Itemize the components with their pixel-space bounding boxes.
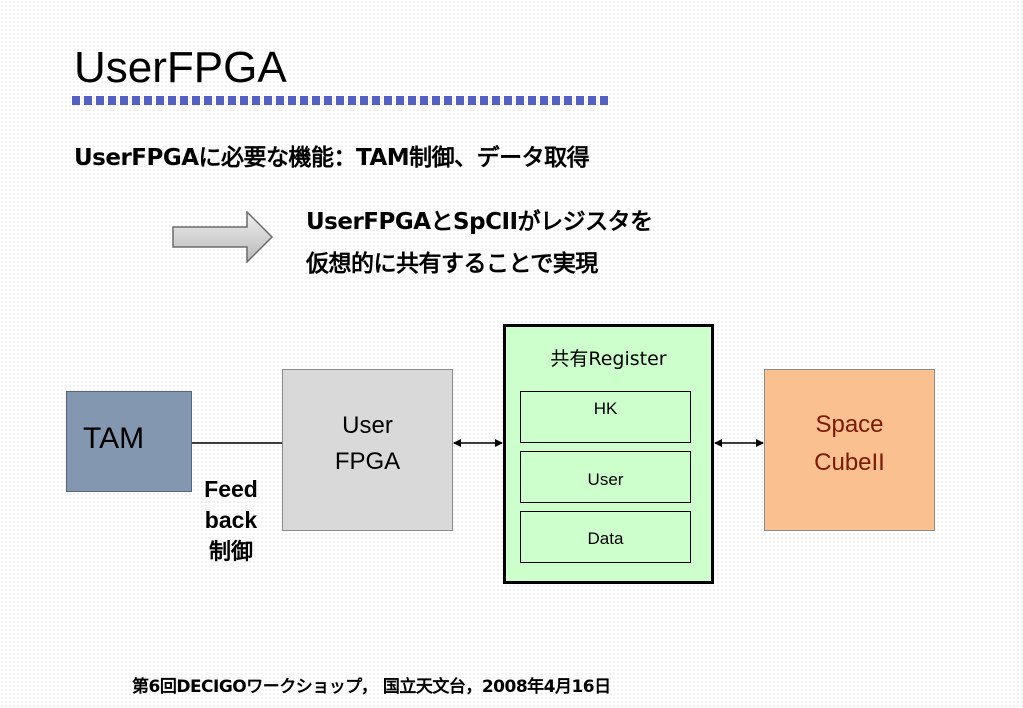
- register-slot-user: User: [520, 451, 691, 503]
- summary-line-2: 仮想的に共有することで実現: [306, 251, 598, 277]
- space-cube-label-2: CubeII: [814, 449, 885, 476]
- feedback-line-1: Feed: [204, 476, 258, 502]
- right-block-arrow-icon: [172, 211, 274, 263]
- feedback-line-2: back: [204, 507, 258, 533]
- user-fpga-label-2: FPGA: [334, 448, 401, 475]
- shared-register-block: 共有Register HK User Data: [503, 324, 714, 584]
- summary-text: UserFPGAとSpCIIがレジスタを 仮想的に共有することで実現: [306, 201, 653, 285]
- feedback-control-label: 制御: [208, 540, 253, 565]
- register-title: 共有Register: [550, 348, 667, 370]
- feedback-label: Feed back: [190, 474, 272, 536]
- register-slot-data: Data: [520, 511, 691, 563]
- space-cube-block: Space CubeII: [764, 369, 935, 531]
- tam-block: TAM: [66, 391, 192, 492]
- summary-line-1: UserFPGAとSpCIIがレジスタを: [306, 209, 653, 235]
- title-underline: [72, 96, 612, 105]
- space-cube-label-1: Space: [815, 411, 884, 438]
- footer: 第6回DECIGOワークショップ， 国立天文台，2008年4月16日: [132, 677, 611, 697]
- subtitle: UserFPGAに必要な機能：TAM制御、データ取得: [74, 145, 590, 171]
- register-slot-hk: HK: [520, 391, 691, 443]
- user-fpga-label-1: User: [342, 412, 393, 439]
- page-title: UserFPGA: [74, 43, 287, 92]
- tam-label: TAM: [83, 421, 145, 455]
- user-fpga-block: User FPGA: [282, 369, 453, 531]
